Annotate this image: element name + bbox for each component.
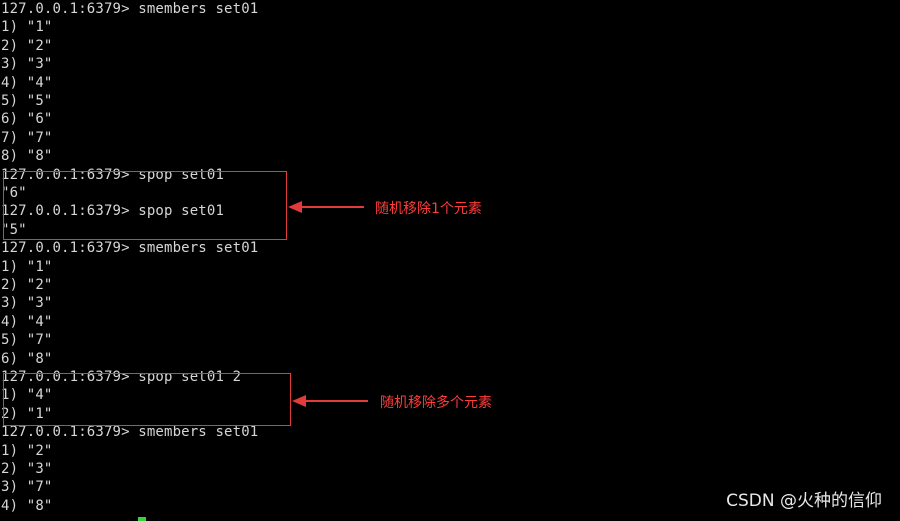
highlight-box-spop-multiple — [3, 373, 291, 426]
terminal-line: 127.0.0.1:6379> smembers set01 — [1, 240, 259, 257]
terminal-line: 6) "6" — [1, 111, 53, 128]
terminal-line: 2) "1" — [1, 405, 53, 422]
terminal-line: "5" — [1, 221, 27, 238]
terminal-line: 8) "8" — [1, 148, 53, 165]
arrow-left-icon — [288, 201, 364, 213]
terminal-line: 4) "4" — [1, 313, 53, 330]
highlight-box-spop-single — [3, 171, 287, 240]
terminal-line: 2) "2" — [1, 37, 53, 54]
annotation-spop-multiple: 随机移除多个元素 — [380, 395, 492, 411]
terminal-line: 3) "3" — [1, 295, 53, 312]
terminal-line: 2) "2" — [1, 277, 53, 293]
terminal-line: 2) "3" — [1, 461, 53, 477]
terminal-line: 6) "8" — [1, 350, 53, 367]
terminal-line: 127.0.0.1:6379> smembers set01 — [1, 424, 259, 441]
terminal-line: 5) "7" — [1, 332, 53, 349]
watermark: CSDN @火种的信仰 — [726, 491, 882, 511]
terminal-line: "6" — [1, 185, 27, 201]
terminal-line: 7) "7" — [1, 129, 53, 146]
terminal-line: 127.0.0.1:6379> spop set01 — [1, 166, 225, 183]
terminal-line: 1) "4" — [1, 387, 53, 404]
terminal-line: 127.0.0.1:6379> spop set01 — [1, 203, 225, 220]
terminal-line: 1) "1" — [1, 19, 53, 36]
terminal-line: 4) "8" — [1, 497, 53, 514]
annotation-spop-single: 随机移除1个元素 — [375, 201, 482, 217]
terminal-line: 1) "2" — [1, 442, 53, 459]
arrow-left-icon — [292, 395, 368, 407]
terminal-line: 4) "4" — [1, 74, 53, 91]
terminal-cursor — [138, 517, 146, 521]
terminal-line: 1) "1" — [1, 258, 53, 275]
terminal-line: 3) "7" — [1, 479, 53, 496]
terminal-line: 3) "3" — [1, 56, 53, 73]
terminal-line: 5) "5" — [1, 93, 53, 109]
terminal-line: 127.0.0.1:6379> smembers set01 — [1, 1, 259, 17]
